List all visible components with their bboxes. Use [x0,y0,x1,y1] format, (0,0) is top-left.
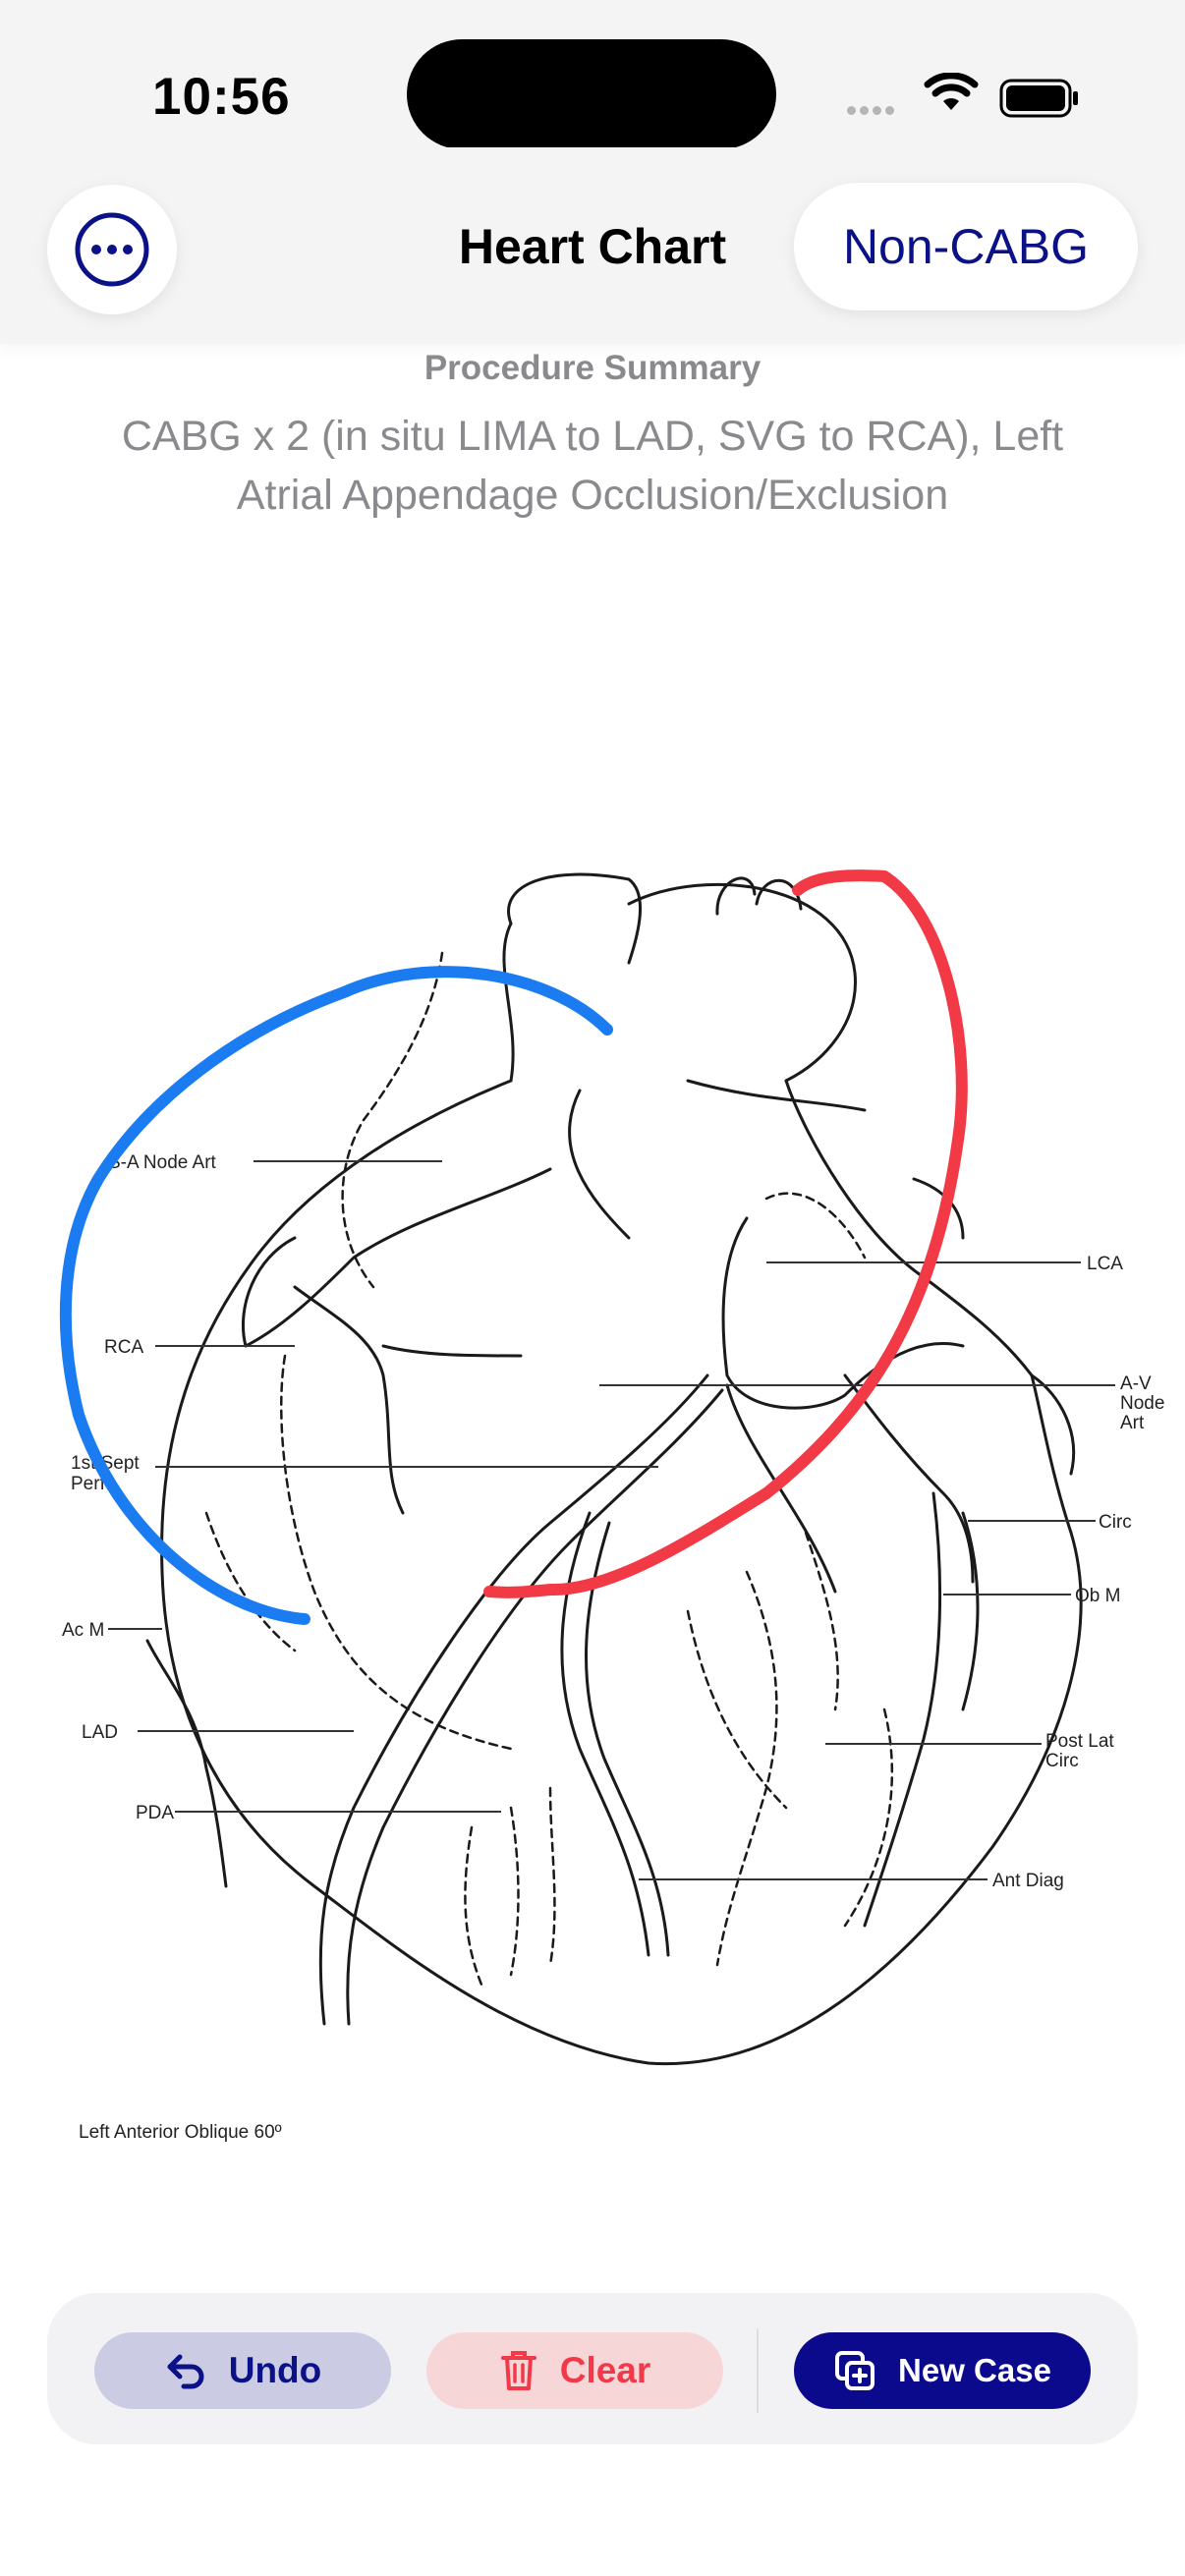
obm-label: Ob M [1075,1586,1120,1606]
lima-graft-stroke [59,966,613,1625]
ellipsis-circle-icon [75,212,149,287]
status-time: 10:56 [152,68,291,126]
ant-diag-label: Ant Diag [992,1871,1064,1891]
bottom-toolbar: Undo Clear New Case [47,2293,1138,2444]
lca-label: LCA [1087,1254,1123,1274]
heart-diagram [145,872,1083,2066]
new-document-icon [835,2351,875,2390]
clear-button[interactable]: Clear [426,2332,723,2409]
new-case-button[interactable]: New Case [794,2332,1091,2409]
dynamic-island [407,39,776,149]
acm-label: Ac M [62,1620,104,1641]
procedure-summary-label: Procedure Summary [423,349,762,387]
svg-graft-stroke [483,869,968,1598]
sa-node-label: S-A Node Art [108,1152,217,1173]
clear-label: Clear [559,2350,651,2390]
av-node-label-3: Art [1120,1413,1145,1433]
page-title: Heart Chart [458,219,727,274]
undo-button[interactable]: Undo [94,2332,391,2409]
more-options-button[interactable] [47,185,177,314]
new-case-label: New Case [898,2352,1051,2388]
non-cabg-button[interactable]: Non-CABG [794,183,1138,310]
pda-label: PDA [136,1803,174,1823]
toolbar-divider [757,2328,759,2413]
av-node-label-1: A-V [1120,1373,1152,1394]
undo-arrow-icon [167,2354,204,2389]
procedure-summary-text: CABG x 2 (in situ LIMA to LAD, SVG to RC… [121,413,1064,519]
diagram-caption: Left Anterior Oblique 60º [79,2122,282,2143]
label-leader-lines [108,1160,1115,1880]
rca-label: RCA [104,1337,143,1358]
av-node-label-2: Node [1120,1393,1164,1414]
heart-drawing-canvas[interactable]: S-A Node Art RCA 1st Sept Perf Ac M LAD … [0,825,1185,2181]
undo-label: Undo [228,2350,322,2390]
post-lat-label-2: Circ [1045,1751,1079,1771]
post-lat-label-1: Post Lat [1045,1731,1114,1752]
lad-label: LAD [82,1722,118,1743]
battery-icon [999,79,1080,123]
cellular-signal-icon [847,102,898,120]
first-sept-label-2: Perf [71,1474,106,1494]
trash-icon [500,2351,536,2390]
wifi-icon [924,72,979,119]
circ-label: Circ [1099,1512,1132,1533]
